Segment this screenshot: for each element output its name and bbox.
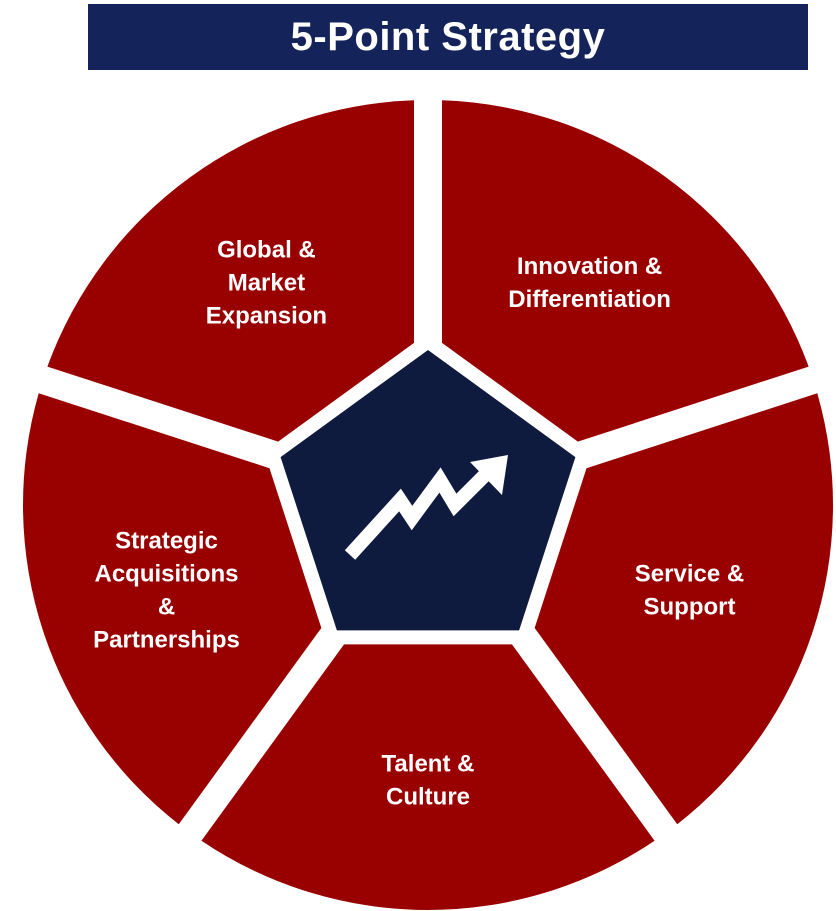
strategy-segment [23,393,322,825]
strategy-segment [534,393,833,825]
segments-layer [23,100,833,911]
segment-label-line: Support [644,594,736,621]
arrow-head [470,455,508,495]
segment-label-line: Partnerships [93,627,240,654]
segment-label-line: Global & [217,237,316,264]
segment-label: Service & Support [635,561,744,621]
strategy-segment [442,100,809,442]
title-banner: 5-Point Strategy [88,4,808,70]
trending-up-arrow-icon [344,455,508,560]
segment-label-line: Market [228,270,305,297]
segment-label-line: Strategic [115,528,218,555]
segment-label-line: Expansion [206,303,327,330]
segment-label: Talent & Culture [382,751,475,811]
segment-label-line: Service & [635,561,744,588]
segment-label: Innovation & Differentiation [508,253,671,313]
segment-label-line: Talent & [382,751,475,778]
segment-label-line: & [158,594,175,621]
center-hub [280,350,576,631]
strategy-segment [47,100,414,442]
segment-label-line: Acquisitions [94,561,238,588]
segment-label-line: Culture [386,784,470,811]
trend-line [344,465,495,560]
page-title: 5-Point Strategy [290,14,606,59]
strategy-segment [201,644,655,911]
segment-label-line: Differentiation [508,286,671,313]
segment-label-line: Innovation & [517,253,662,280]
